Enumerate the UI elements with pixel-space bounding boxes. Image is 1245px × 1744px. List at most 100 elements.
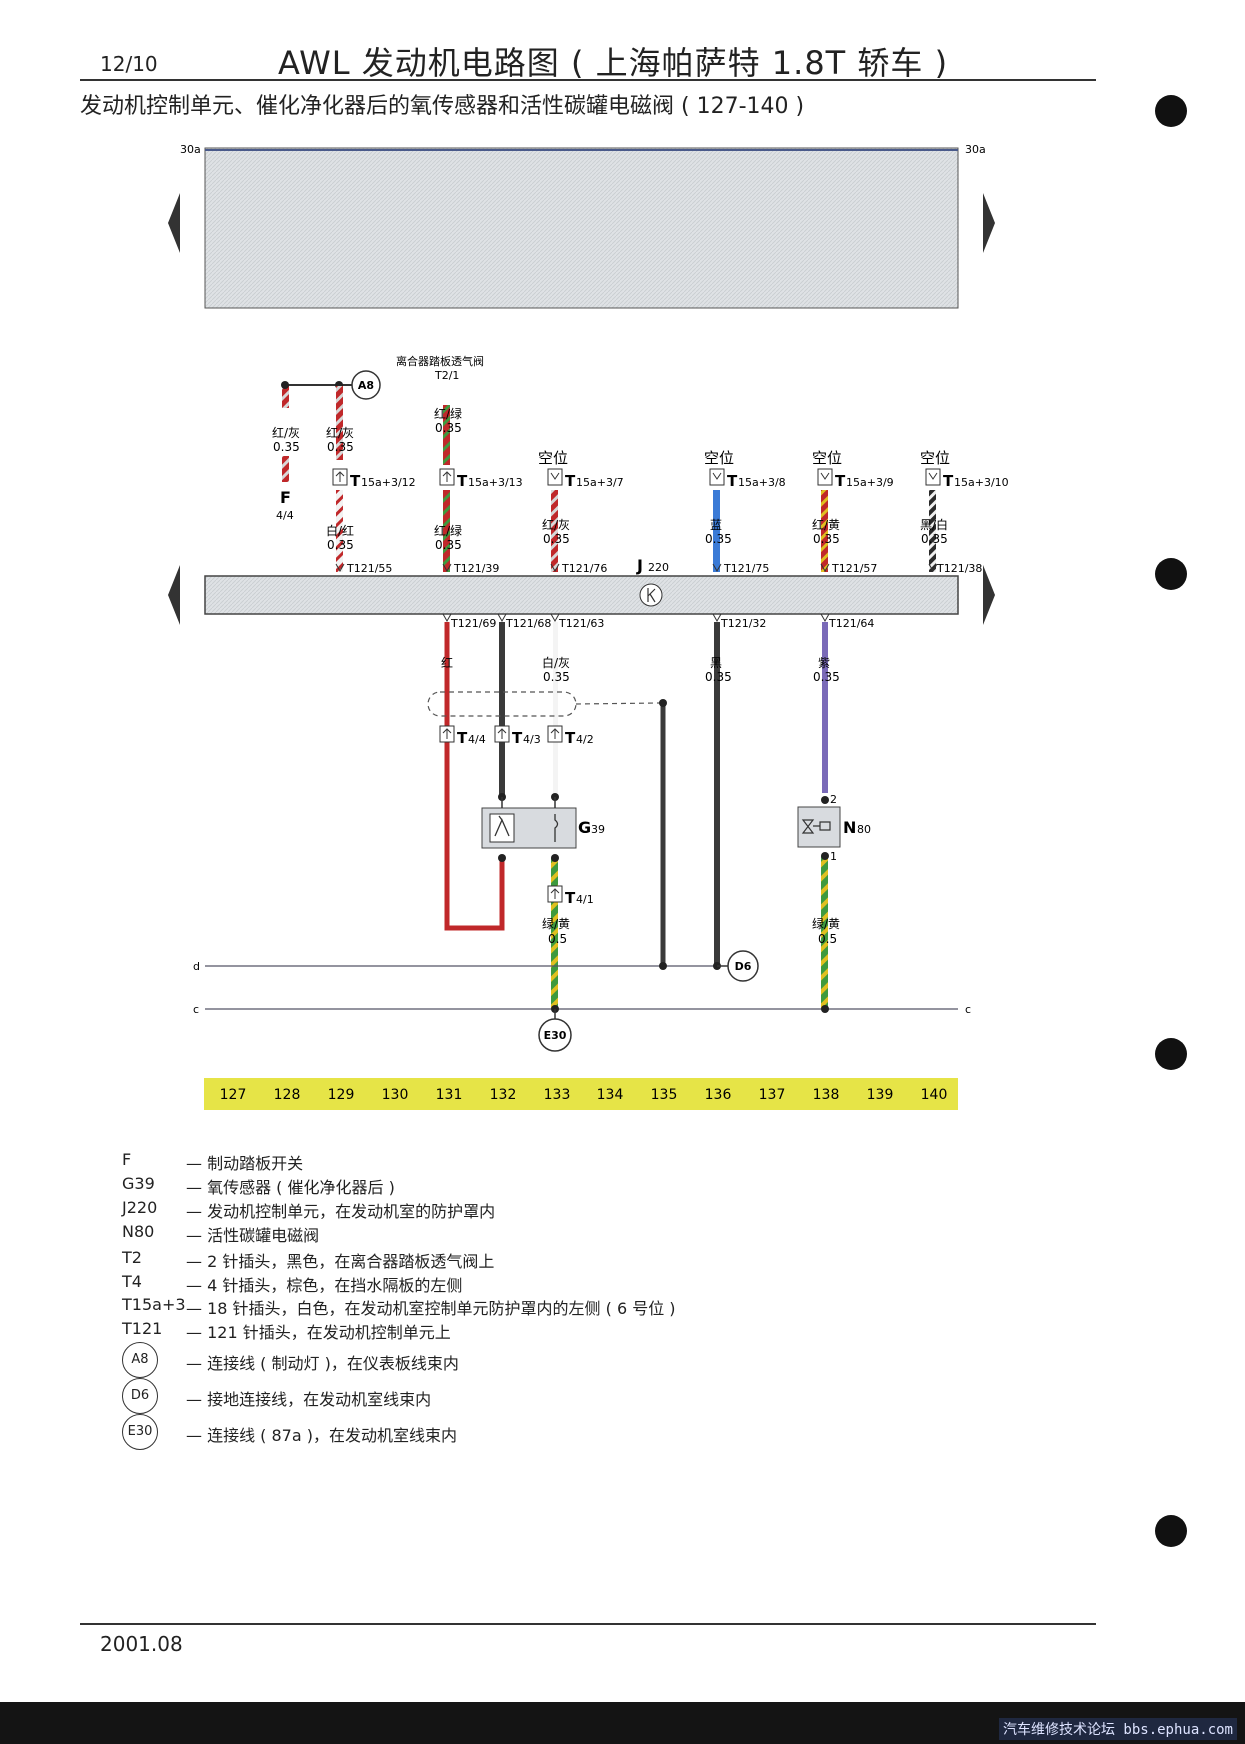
wire-n80-ground xyxy=(821,856,828,1008)
wire-f-top-size: 0.35 xyxy=(273,440,300,454)
svg-text:T: T xyxy=(565,889,576,907)
wire-131-low-size: 0.35 xyxy=(435,538,462,552)
svg-text:15a+3/12: 15a+3/12 xyxy=(361,476,416,489)
svg-text:T: T xyxy=(350,472,361,490)
page-number: 12/10 xyxy=(100,52,158,76)
wire-g39-ground-size: 0.5 xyxy=(548,932,567,946)
svg-text:T121/39: T121/39 xyxy=(453,562,499,575)
wire-f-top xyxy=(282,386,289,408)
top-circuit-box xyxy=(204,147,959,309)
legend-desc: — 接地连接线，在发动机室线束内 xyxy=(186,1390,432,1409)
switch-f-pin: 4/4 xyxy=(276,509,294,522)
svg-text:T121/55: T121/55 xyxy=(346,562,392,575)
svg-text:130: 130 xyxy=(382,1087,409,1103)
svg-text:T: T xyxy=(457,729,468,747)
empty-pos-136: 空位 xyxy=(704,449,734,467)
wire-g39-ground xyxy=(551,858,558,1008)
wire-136-bottom-color: 黑 xyxy=(710,656,722,670)
wire-a8-color: 红/灰 xyxy=(326,425,354,440)
junction-dot xyxy=(551,854,559,862)
legend-desc: — 121 针插头，在发动机控制单元上 xyxy=(186,1323,451,1342)
wiring-diagram: 30a 30a 红/灰 0.35 F 4/4 A8 红/灰 0.35 离合器踏板… xyxy=(168,143,1009,1110)
wire-131-top-size: 0.35 xyxy=(435,421,462,435)
binder-hole xyxy=(1155,95,1187,127)
prev-page-arrow[interactable] xyxy=(168,193,180,253)
legend-key: T15a+3 xyxy=(122,1295,186,1314)
legend-desc: — 18 针插头，白色，在发动机室控制单元防护罩内的左侧 ( 6 号位 ) xyxy=(186,1299,676,1318)
binder-hole xyxy=(1155,1038,1187,1070)
svg-text:4/2: 4/2 xyxy=(576,733,594,746)
empty-pos-138: 空位 xyxy=(812,449,842,467)
svg-text:T: T xyxy=(457,472,468,490)
svg-text:15a+3/8: 15a+3/8 xyxy=(738,476,786,489)
svg-text:T: T xyxy=(727,472,738,490)
footer-date: 2001.08 xyxy=(100,1632,183,1656)
svg-text:4/3: 4/3 xyxy=(523,733,541,746)
wire-g39-ground-color: 绿/黄 xyxy=(542,916,570,931)
t2-pin-label: T2/1 xyxy=(434,369,459,382)
empty-pos-140: 空位 xyxy=(920,449,950,467)
g39-resistor-icon xyxy=(554,814,559,842)
legend-key: T2 xyxy=(122,1248,142,1267)
wire-140-top-size: 0.35 xyxy=(921,532,948,546)
svg-text:T121/64: T121/64 xyxy=(828,617,874,630)
svg-text:15a+3/10: 15a+3/10 xyxy=(954,476,1009,489)
wire-n80-ground-color: 绿/黄 xyxy=(812,916,840,931)
e30-label: E30 xyxy=(544,1029,567,1042)
legend-desc: — 2 针插头，黑色，在离合器踏板透气阀上 xyxy=(186,1252,495,1271)
wire-131-lower xyxy=(443,490,450,572)
svg-text:T121/75: T121/75 xyxy=(723,562,769,575)
svg-text:T: T xyxy=(835,472,846,490)
wire-140-top-color: 黑/白 xyxy=(920,517,948,532)
wire-a8-size: 0.35 xyxy=(327,440,354,454)
n80-label-sub: 80 xyxy=(857,823,871,836)
n80-valve-box xyxy=(797,806,841,848)
junction-dot xyxy=(659,962,667,970)
wire-n80-ground-size: 0.5 xyxy=(818,932,837,946)
t15-connector-140: T 15a+3/10 xyxy=(925,468,1009,490)
wire-136-top-size: 0.35 xyxy=(705,532,732,546)
svg-text:15a+3/9: 15a+3/9 xyxy=(846,476,894,489)
svg-text:4/4: 4/4 xyxy=(468,733,486,746)
legend-desc: — 制动踏板开关 xyxy=(186,1154,304,1173)
wire-129-upper xyxy=(336,386,343,460)
legend-desc: — 4 针插头，棕色，在挡水隔板的左侧 xyxy=(186,1276,463,1295)
n80-pin1: 1 xyxy=(830,850,837,863)
t15-connector-131: T 15a+3/13 xyxy=(439,468,523,490)
wire-131-upper xyxy=(443,405,450,465)
legend-key: T121 xyxy=(122,1319,163,1338)
g39-heater-symbol xyxy=(489,813,515,843)
e30-connector xyxy=(538,1018,572,1052)
wire-136-top-color: 蓝 xyxy=(710,518,722,532)
junction-dot xyxy=(659,699,667,707)
legend-desc: — 活性碳罐电磁阀 xyxy=(186,1226,320,1245)
prev-page-arrow[interactable] xyxy=(168,565,180,625)
next-page-arrow[interactable] xyxy=(983,565,995,625)
column-numbers: 127 128 129 130 131 132 133 134 135 136 … xyxy=(220,1087,948,1103)
wire-131-red xyxy=(444,622,505,931)
svg-text:131: 131 xyxy=(436,1087,463,1103)
footer-site-watermark: 汽车维修技术论坛 bbs.ephua.com xyxy=(998,1718,1237,1740)
next-page-arrow[interactable] xyxy=(983,193,995,253)
t15-connector-129: T 15a+3/12 xyxy=(332,468,416,490)
legend-key: G39 xyxy=(122,1174,155,1193)
ecu-label-sub: 220 xyxy=(648,561,669,574)
d6-connector xyxy=(727,950,759,982)
svg-text:T121/76: T121/76 xyxy=(561,562,607,575)
n80-label: N xyxy=(843,818,856,837)
wire-131-bottom-color: 红 xyxy=(441,655,453,670)
wire-129-low-color: 白/红 xyxy=(326,523,354,538)
wire-138-bottom-color: 紫 xyxy=(818,656,830,670)
ecu-j220-box xyxy=(204,575,959,615)
wire-136-top xyxy=(713,490,720,572)
svg-text:T121/32: T121/32 xyxy=(720,617,766,630)
d6-label: D6 xyxy=(735,960,752,973)
clutch-valve-label: 离合器踏板透气阀 xyxy=(396,354,484,368)
g39-label-sub: 39 xyxy=(591,823,605,836)
junction-dot xyxy=(821,796,829,804)
svg-text:135: 135 xyxy=(651,1087,678,1103)
wire-133-white-grey xyxy=(553,622,558,797)
svg-text:138: 138 xyxy=(813,1087,840,1103)
svg-text:133: 133 xyxy=(544,1087,571,1103)
